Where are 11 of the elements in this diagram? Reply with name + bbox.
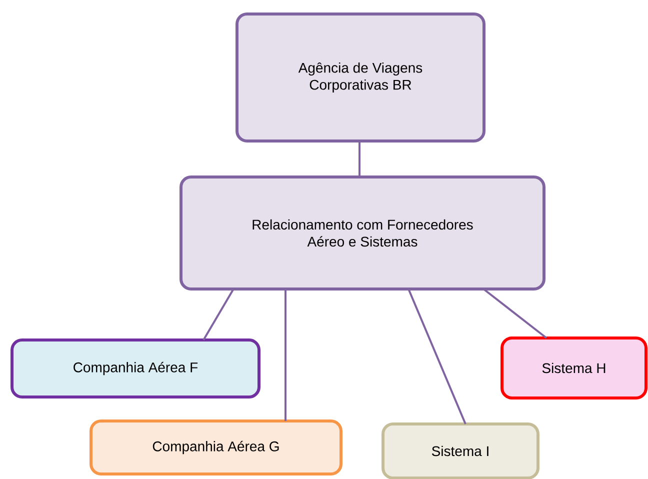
connector-line — [202, 288, 234, 340]
process-box: Companhia Aérea G — [90, 420, 342, 476]
connector-line — [482, 288, 548, 339]
connector-line — [284, 289, 286, 421]
connector-line — [408, 288, 466, 424]
process-box: Agência de Viagens Corporativas BR — [236, 12, 486, 142]
process-box: Sistema H — [500, 336, 648, 400]
connector-line — [358, 141, 360, 177]
process-box: Companhia Aérea F — [10, 338, 260, 398]
process-box: Sistema I — [382, 422, 540, 479]
process-box: Relacionamento com Fornecedores Aéreo e Sistemas — [180, 176, 546, 290]
